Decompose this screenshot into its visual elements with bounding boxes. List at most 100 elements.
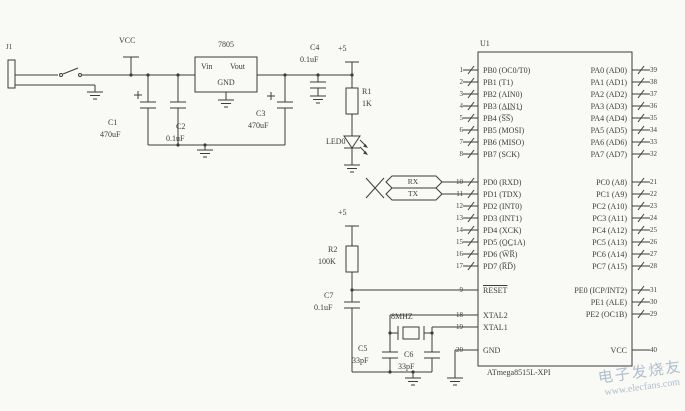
pin-label: PB6 (MISO) [483, 137, 525, 147]
pin-label-vcc: VCC [610, 345, 627, 355]
pin-number: 8 [459, 150, 464, 158]
pin-label: PA6 (AD6) [590, 137, 627, 147]
cap-c6-value: 33pF [398, 362, 415, 371]
resistor-r2-ref: R2 [328, 245, 338, 254]
crystal-frequency-label: 8MHZ [391, 312, 413, 321]
pin-label: PC7 (A15) [592, 261, 627, 271]
cap-c7-ref: C7 [324, 291, 334, 300]
pin-label: PD1 (TDX) [483, 189, 521, 199]
ic-pin-row: PE0 (ICP/INT2) 31 [500, 284, 657, 296]
ic-pin-row: PA0 (AD0) 39 [500, 64, 657, 76]
cap-c6-ref: C6 [404, 350, 414, 359]
ic-pin-row: PA4 (AD4) 35 [500, 112, 657, 124]
cap-c4-ref: C4 [310, 43, 320, 52]
resistor-r1-value: 1K [362, 99, 372, 108]
ic-pin-row: PE1 (ALE) 30 [500, 296, 657, 308]
pin-number: 2 [459, 78, 464, 86]
pin-label: PB0 (OC0/T0) [483, 65, 531, 75]
pin-number: 36 [650, 102, 657, 110]
pin-number: 17 [456, 262, 463, 270]
ic-pin-row: PC7 (A15) 28 [500, 260, 657, 272]
ground-icon [446, 377, 464, 386]
pin-number: 24 [650, 214, 657, 222]
pin-number: 37 [650, 90, 657, 98]
pin-number: 25 [650, 226, 657, 234]
pin-label: PD5 (O̲C̲1A) [483, 237, 526, 247]
ic-pin-row: 12 PD2 (INT0) [430, 200, 525, 212]
pin-label: PB1 (T1) [483, 77, 513, 87]
pin-number: 11 [456, 190, 463, 198]
pin-label: PC3 (A11) [592, 213, 627, 223]
pin-number: 5 [459, 114, 464, 122]
pin-label: PD6 (W̅R̅) [483, 249, 518, 259]
tx-signal-label: TX [408, 189, 418, 198]
vcc-net-label: VCC [119, 36, 136, 45]
pin-number: 18 [456, 311, 463, 319]
switch-contact [59, 73, 63, 77]
pin-label: PC1 (A9) [596, 189, 627, 199]
pin-number: 22 [650, 190, 657, 198]
ic-pin-row: 3 PB2 (AIN0) [430, 88, 530, 100]
pin-number: 35 [650, 114, 657, 122]
pin-label: PE2 (OC1B) [585, 309, 627, 319]
pin-number: 39 [650, 66, 657, 74]
pin-label: PA4 (AD4) [590, 113, 627, 123]
pin-number: 20 [456, 346, 463, 354]
ic-pin-row: 2 PB1 (T1) [430, 76, 530, 88]
rx-signal-label: RX [407, 177, 419, 186]
ic-pin-row: PC2 (A10) 23 [500, 200, 657, 212]
ic-pin-row: 14 PD4 (XCK) [430, 224, 525, 236]
pin-number: 38 [650, 78, 657, 86]
cap-c5-ref: C5 [358, 344, 368, 353]
pin-number: 33 [650, 138, 657, 146]
resistor-r1-ref: R1 [362, 87, 372, 96]
pin-label: PC2 (A10) [592, 201, 627, 211]
ground-icon [309, 95, 327, 104]
ic-portc-pins: PC0 (A8) 21 PC1 (A9) 22 PC2 (A10) 23 PC3… [500, 176, 657, 272]
ic-pin-row: 13 PD3 (INT1) [430, 212, 525, 224]
pin-label: PA0 (AD0) [590, 65, 627, 75]
cap-c5-value: 33pF [352, 356, 369, 365]
ic-pin-row: 17 PD7 (R̅D̅) [430, 260, 525, 272]
ic-pin-row: PA2 (AD2) 37 [500, 88, 657, 100]
ground-icon [217, 99, 235, 108]
ic-pin-row: PC0 (A8) 21 [500, 176, 657, 188]
ic-pin-row: PA5 (AD5) 34 [500, 124, 657, 136]
regulator-vout-label: Vout [230, 62, 245, 71]
pin-label: XTAL1 [483, 322, 508, 332]
ic-gnd-pin: 20 GND [430, 344, 500, 356]
led-label: LED0 [326, 137, 346, 146]
ic-pin-row: 8 PB7 (SCK) [430, 148, 530, 160]
regulator-part-label: 7805 [218, 40, 234, 49]
resistor-r2-body [345, 245, 359, 273]
pin-number: 3 [459, 90, 464, 98]
ic-xtal-pins: 18 XTAL2 19 XTAL1 [430, 309, 508, 333]
ic-body [477, 51, 633, 367]
ic-pin-row: 10 PD0 (RXD) [430, 176, 525, 188]
pin-number: 19 [456, 323, 463, 331]
pin-number: 7 [459, 138, 464, 146]
pin-number: 27 [650, 250, 657, 258]
ic-part-label: ATmega8515L-XPI [487, 368, 551, 377]
pin-label: PB2 (AIN0) [483, 89, 523, 99]
pin-label: PB5 (MOSI) [483, 125, 525, 135]
ic-reset-pin: 9 RESET [430, 284, 508, 296]
ic-porte-pins: PE0 (ICP/INT2) 31 PE1 (ALE) 30 PE2 (OC1B… [500, 284, 657, 320]
pin-number: 6 [459, 126, 464, 134]
pin-number: 1 [459, 66, 464, 74]
pin-label: PA3 (AD3) [590, 101, 627, 111]
plus5-net-label: +5 [338, 44, 347, 53]
ic-porta-pins: PA0 (AD0) 39 PA1 (AD1) 38 PA2 (AD2) 37 P… [500, 64, 657, 160]
cap-c1-ref: C1 [108, 118, 118, 127]
ic-ref-label: U1 [480, 39, 490, 48]
plus5-net-label-2: +5 [338, 208, 347, 217]
pin-number: 9 [459, 286, 464, 294]
pin-label: PB3 (A̲I̲N̲1̲) [483, 101, 523, 111]
pin-number: 14 [456, 226, 463, 234]
ic-pin-row: 5 PB4 (S̅S̅) [430, 112, 530, 124]
ic-pin-row: PA1 (AD1) 38 [500, 76, 657, 88]
ic-pin-row: PA6 (AD6) 33 [500, 136, 657, 148]
pin-label: PD7 (R̅D̅) [483, 261, 516, 271]
ic-pin-row: PC6 (A14) 27 [500, 248, 657, 260]
pin-number: 12 [456, 202, 463, 210]
